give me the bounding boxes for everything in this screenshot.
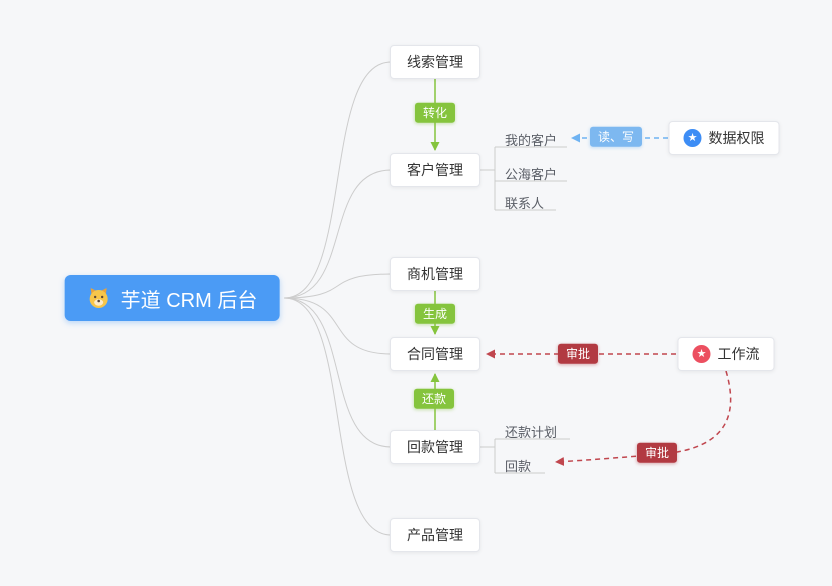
node-receivables: 回款管理 xyxy=(390,430,480,464)
badge-repay: 还款 xyxy=(413,388,455,410)
badge-approve-contract: 审批 xyxy=(557,343,599,365)
star-icon: ★ xyxy=(692,345,711,363)
node-leads: 线索管理 xyxy=(390,45,480,79)
leaf-repayment-plan: 还款计划 xyxy=(505,425,558,440)
node-business: 商机管理 xyxy=(390,257,480,291)
leaf-contacts: 联系人 xyxy=(505,196,545,211)
badge-read-write: 读、写 xyxy=(589,126,643,148)
customer-subtree-lines xyxy=(480,146,567,211)
data-permission-label: 数据权限 xyxy=(708,130,765,146)
node-data-permission: ★ 数据权限 xyxy=(668,121,780,155)
receivables-subtree-lines xyxy=(480,438,570,474)
node-contracts: 合同管理 xyxy=(390,337,480,371)
root-node-crm-backend: 芋道 CRM 后台 xyxy=(64,275,280,321)
badge-convert: 转化 xyxy=(414,102,456,124)
node-workflow: ★ 工作流 xyxy=(677,337,775,371)
root-node-label: 芋道 CRM 后台 xyxy=(120,289,258,312)
badge-approve-repayment: 审批 xyxy=(636,442,678,464)
star-icon: ★ xyxy=(683,129,702,147)
leaf-public-customers: 公海客户 xyxy=(505,167,558,182)
leaf-repayment: 回款 xyxy=(505,459,532,474)
dog-icon xyxy=(89,288,108,308)
root-branch-curves xyxy=(283,61,392,536)
node-customers: 客户管理 xyxy=(390,153,480,187)
workflow-label: 工作流 xyxy=(717,346,760,362)
node-products: 产品管理 xyxy=(390,518,480,552)
badge-generate: 生成 xyxy=(414,303,456,325)
leaf-my-customers: 我的客户 xyxy=(505,133,558,148)
